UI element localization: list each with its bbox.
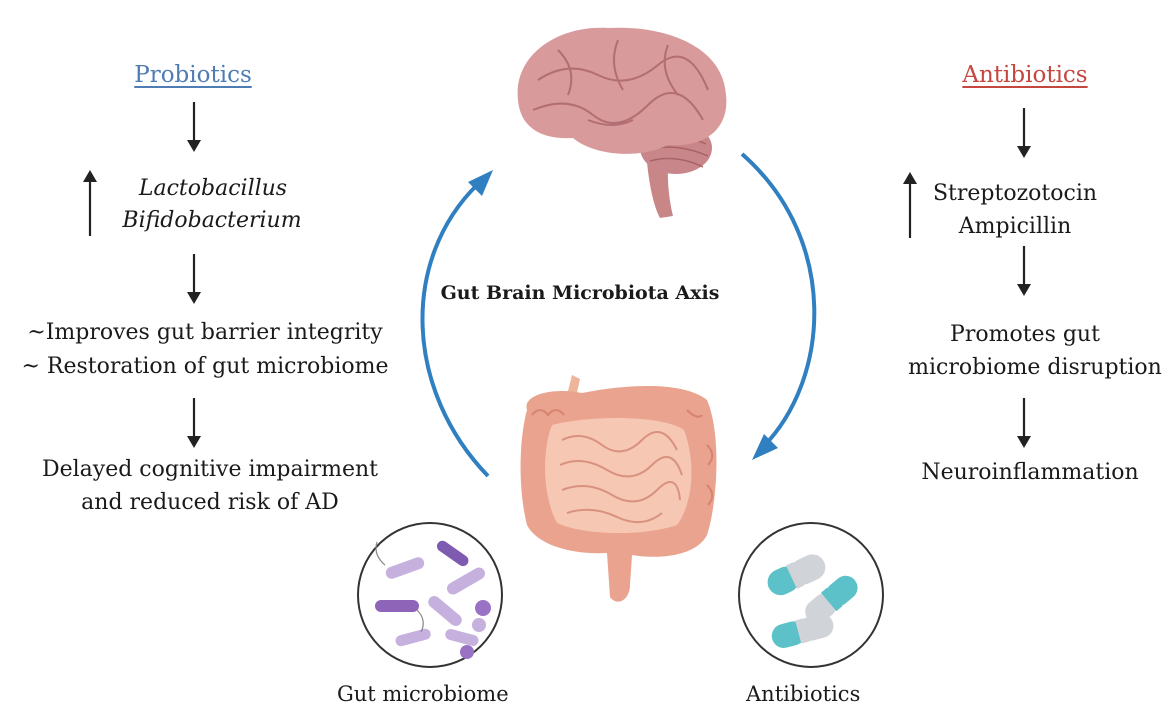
up-arrow-increase-right	[903, 172, 917, 238]
outcome-line-1: Delayed cognitive impairment	[41, 457, 379, 482]
outcome-line-2: and reduced risk of AD	[81, 490, 339, 515]
drug-name-2: Ampicillin	[958, 214, 1072, 239]
brain-icon	[517, 27, 727, 218]
down-arrow-4	[1017, 108, 1031, 158]
up-arrow-increase	[83, 170, 97, 236]
down-arrow-3	[187, 398, 201, 448]
gut-microbiome-caption: Gut microbiome	[337, 682, 509, 706]
probiotics-heading: Probiotics	[134, 62, 252, 88]
effect-line-right-1: Promotes gut	[950, 322, 1100, 347]
effect-line-2: ~ Restoration of gut microbiome	[21, 354, 389, 379]
effect-line-1: ~Improves gut barrier integrity	[27, 320, 383, 345]
down-arrow-5	[1017, 246, 1031, 296]
bacteria-name-1: Lactobacillus	[138, 176, 288, 201]
antibiotics-heading: Antibiotics	[962, 62, 1088, 88]
intestine-icon	[520, 375, 717, 602]
down-arrow-2	[187, 254, 201, 304]
down-arrow-1	[187, 102, 201, 152]
down-arrow-6	[1017, 398, 1031, 448]
effect-line-right-2: microbiome disruption	[908, 355, 1162, 380]
bacteria-icon	[357, 522, 503, 668]
center-label: Gut Brain Microbiota Axis	[440, 282, 720, 304]
antibiotics-caption: Antibiotics	[746, 682, 861, 706]
drug-name-1: Streptozotocin	[932, 181, 1098, 206]
bacteria-name-2: Bifidobacterium	[122, 208, 302, 233]
neuroinflammation-label: Neuroinflammation	[921, 460, 1139, 485]
pills-icon	[738, 522, 884, 668]
